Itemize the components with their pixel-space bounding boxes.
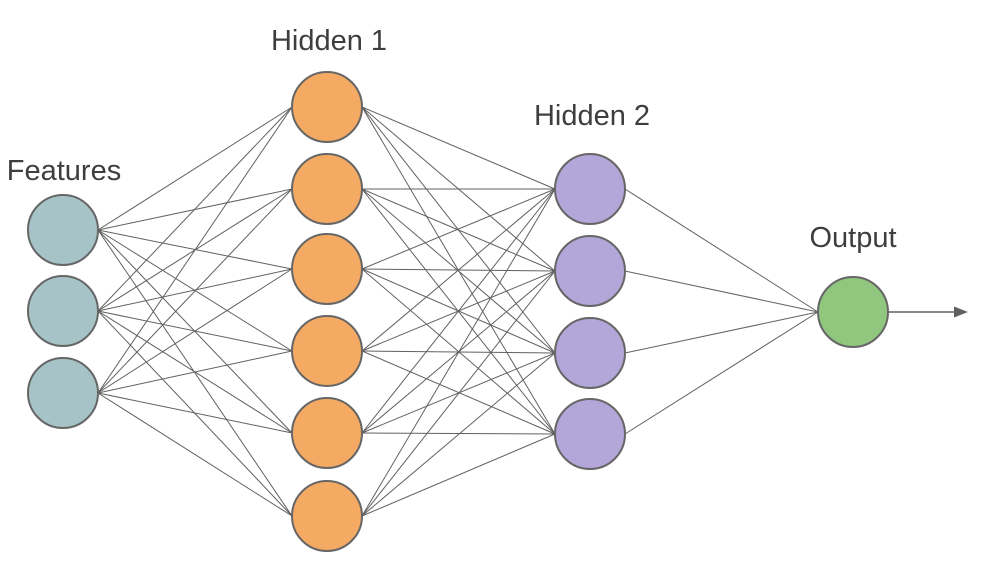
edge-hidden2-output — [624, 270, 819, 313]
node-hidden1-4 — [291, 315, 363, 387]
edge-hidden1-hidden2 — [361, 352, 556, 517]
edge-hidden2-output — [624, 188, 819, 313]
output-arrowhead — [954, 306, 968, 318]
edge-features-hidden1 — [97, 106, 293, 231]
edge-hidden1-hidden2 — [361, 270, 556, 517]
edge-hidden1-hidden2 — [361, 188, 556, 354]
edge-hidden2-output — [624, 311, 819, 354]
node-hidden2-3 — [554, 317, 626, 389]
edge-hidden1-hidden2 — [361, 106, 556, 190]
edge-features-hidden1 — [97, 106, 293, 394]
node-hidden1-3 — [291, 233, 363, 305]
edge-hidden1-hidden2 — [361, 188, 556, 272]
layer-label-hidden1: Hidden 1 — [271, 25, 387, 57]
edge-features-hidden1 — [97, 268, 293, 394]
edge-features-hidden1 — [97, 188, 293, 394]
layer-label-hidden2: Hidden 2 — [534, 100, 650, 132]
edge-hidden1-hidden2 — [361, 188, 556, 517]
edge-hidden1-hidden2 — [361, 188, 556, 270]
edge-hidden1-hidden2 — [361, 188, 556, 434]
node-hidden1-5 — [291, 397, 363, 469]
node-features-1 — [27, 194, 99, 266]
edge-features-hidden1 — [97, 229, 293, 517]
node-hidden1-6 — [291, 480, 363, 552]
edge-features-hidden1 — [97, 268, 293, 312]
edge-hidden1-hidden2 — [361, 188, 556, 352]
node-hidden2-1 — [554, 153, 626, 225]
node-output-1 — [817, 276, 889, 348]
node-hidden2-4 — [554, 398, 626, 470]
edge-features-hidden1 — [97, 106, 293, 312]
layer-label-output: Output — [809, 222, 896, 254]
edge-features-hidden1 — [97, 350, 293, 394]
edge-features-hidden1 — [97, 392, 293, 517]
node-hidden2-2 — [554, 235, 626, 307]
edge-hidden2-output — [624, 311, 819, 435]
edge-hidden1-hidden2 — [361, 432, 556, 435]
node-hidden1-1 — [291, 71, 363, 143]
layer-label-features: Features — [7, 155, 121, 187]
edge-features-hidden1 — [97, 392, 293, 434]
node-hidden1-2 — [291, 153, 363, 225]
edge-hidden1-hidden2 — [361, 433, 556, 517]
node-features-2 — [27, 275, 99, 347]
node-features-3 — [27, 357, 99, 429]
